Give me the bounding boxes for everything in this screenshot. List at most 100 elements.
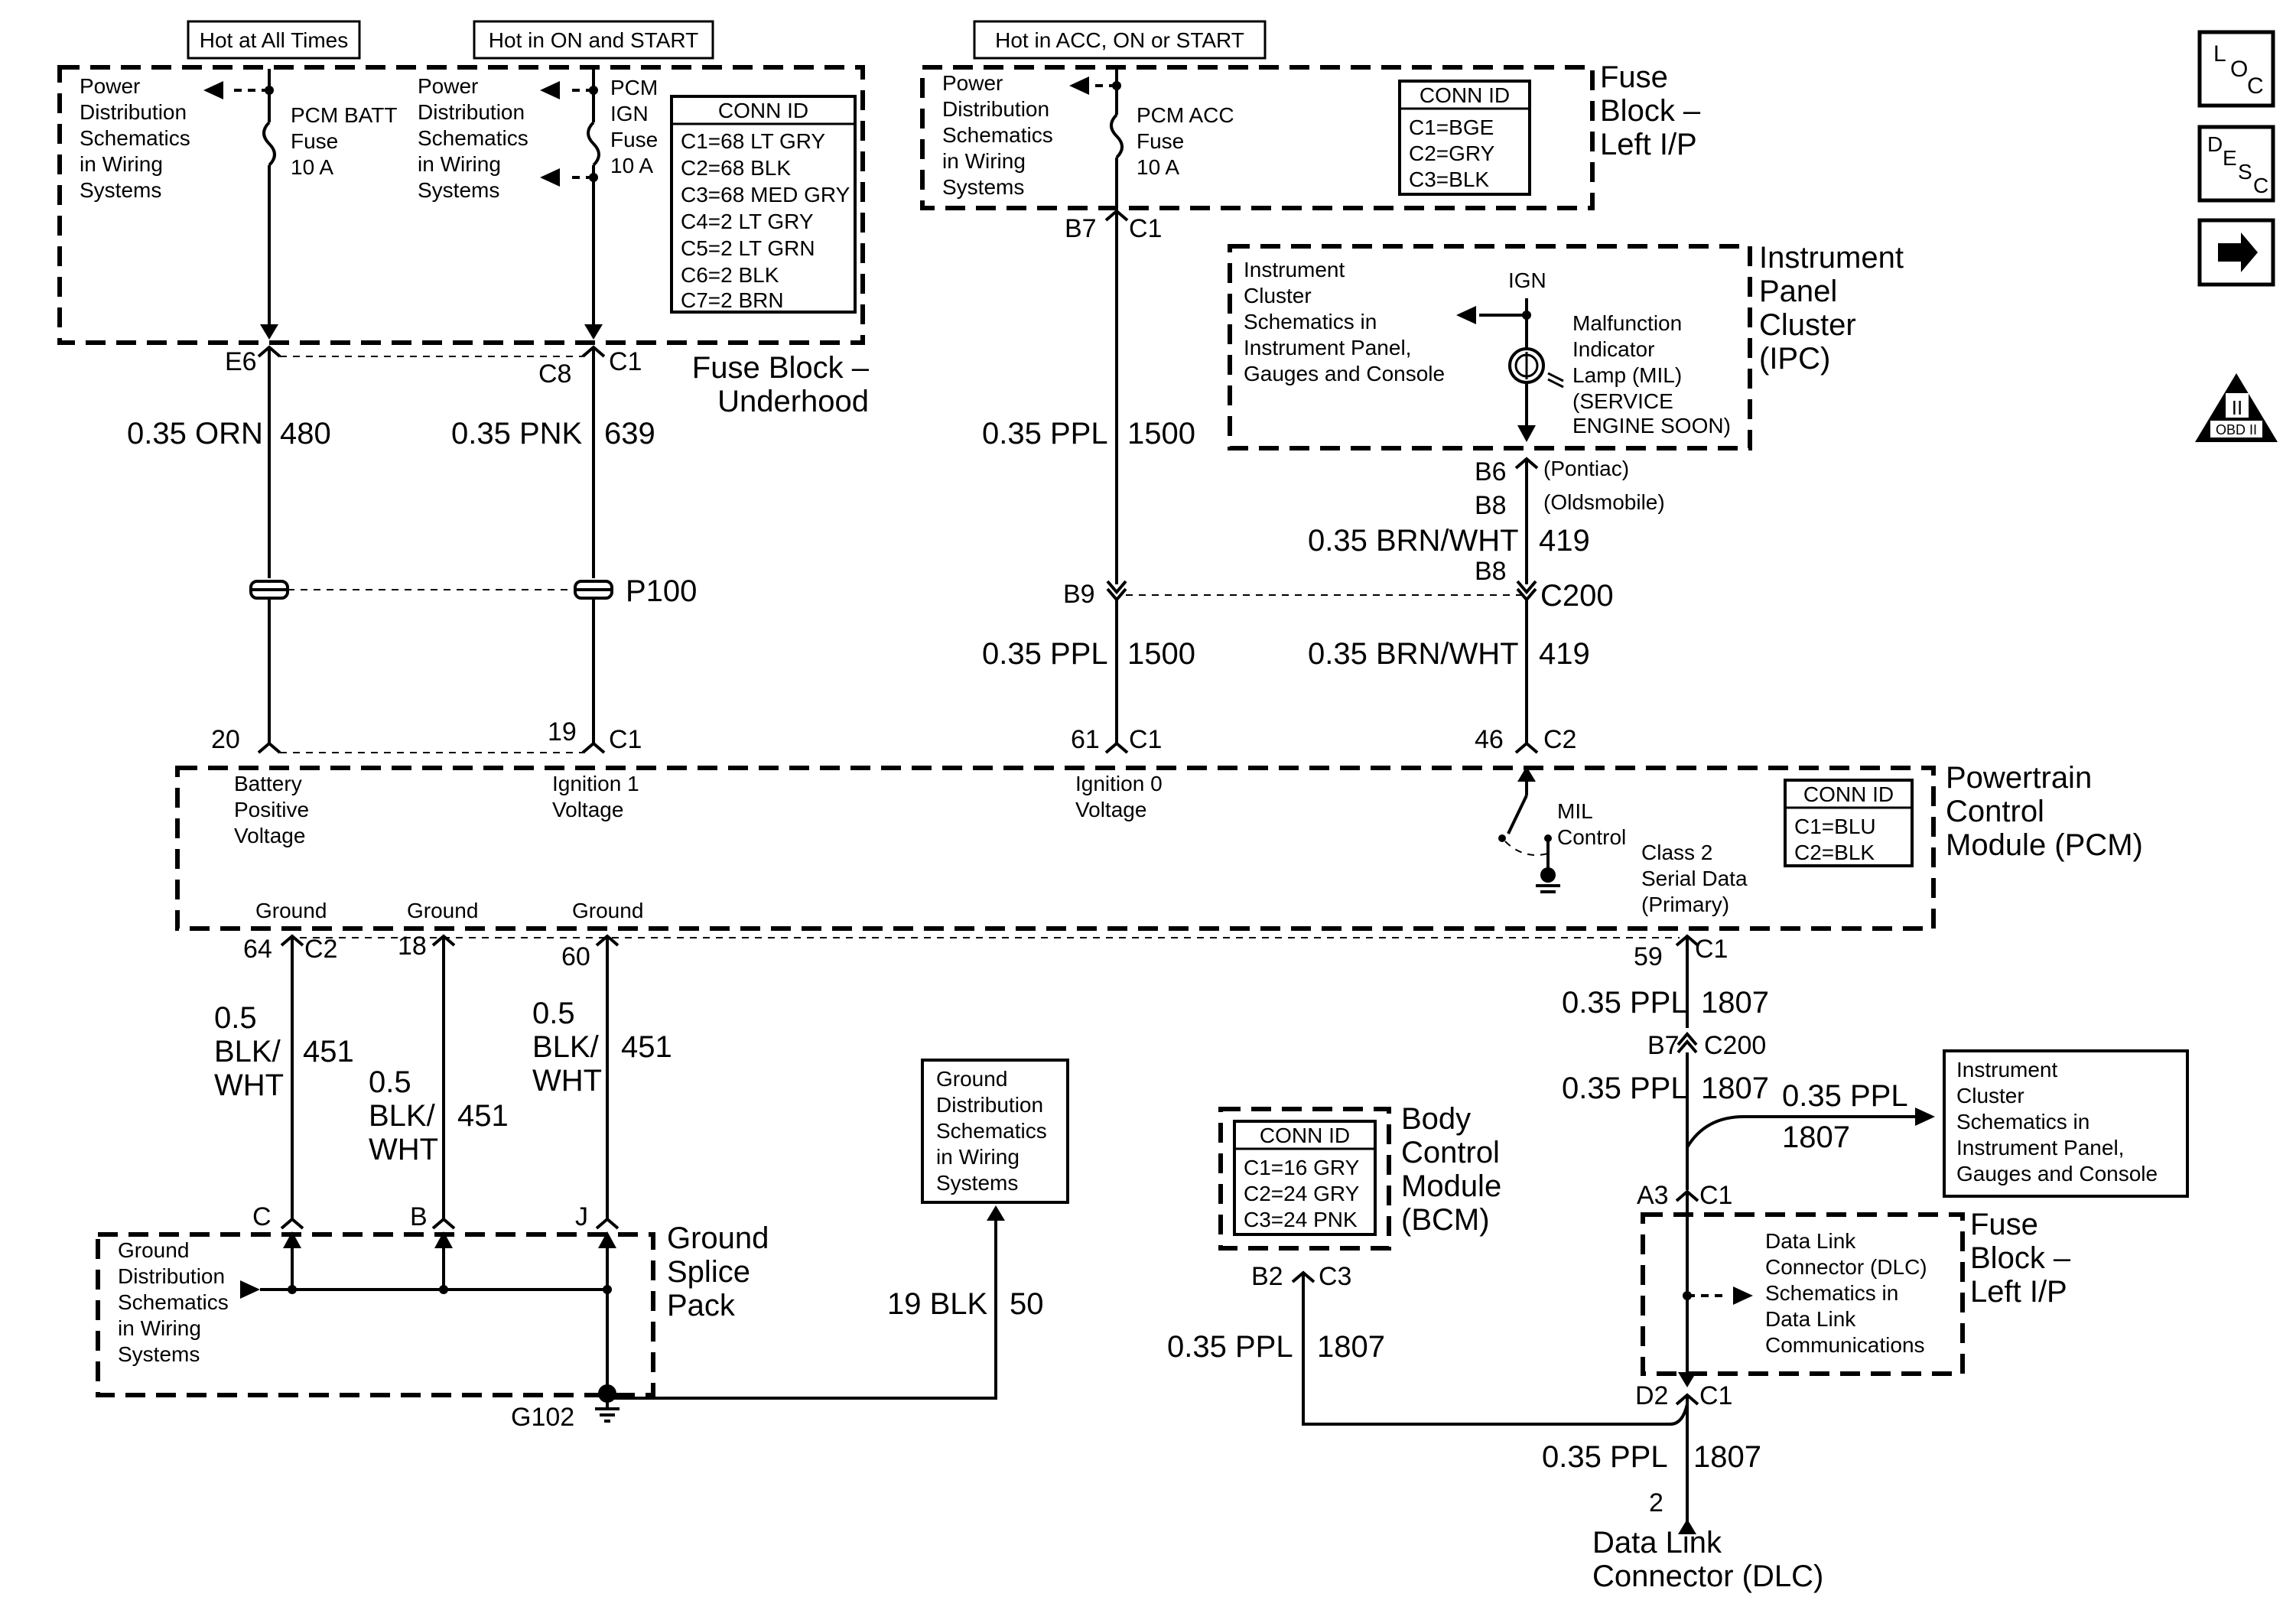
svg-text:Instrument Panel,: Instrument Panel, xyxy=(1956,1136,2124,1160)
ground-wire-3-label: 0.5 BLK/ WHT 451 xyxy=(532,997,672,1098)
svg-text:Splice: Splice xyxy=(667,1255,750,1289)
svg-text:Schematics: Schematics xyxy=(942,123,1053,147)
pcm-conn-c2-b: C2 xyxy=(304,935,337,964)
pontiac-label: (Pontiac) xyxy=(1543,457,1629,480)
mil-circuit xyxy=(1514,457,1539,754)
svg-text:Fuse: Fuse xyxy=(1970,1208,2038,1241)
svg-text:Ground: Ground xyxy=(936,1067,1007,1091)
mil-label: Malfunction Indicator Lamp (MIL) (SERVIC… xyxy=(1572,311,1731,437)
pin-d2-label: D2 xyxy=(1635,1381,1668,1410)
desc-button[interactable]: D E S C xyxy=(2197,125,2275,203)
svg-text:Distribution: Distribution xyxy=(418,100,525,124)
conn-c1-d2: C1 xyxy=(1699,1381,1732,1410)
svg-text:C6=2 BLK: C6=2 BLK xyxy=(681,263,779,287)
svg-text:Block –: Block – xyxy=(1600,94,1701,128)
connector-c200-serial: C200 xyxy=(1704,1031,1766,1060)
svg-text:Distribution: Distribution xyxy=(118,1264,225,1288)
wire-1807-gauge-c: 0.35 PPL xyxy=(1782,1079,1908,1113)
ground-icon xyxy=(1540,867,1556,883)
svg-text:C1=16 GRY: C1=16 GRY xyxy=(1244,1156,1360,1179)
svg-text:Indicator: Indicator xyxy=(1572,337,1654,361)
svg-text:Communications: Communications xyxy=(1765,1333,1925,1357)
svg-text:Cluster: Cluster xyxy=(1244,284,1312,307)
fuse-block-underhood-name-1: Fuse Block – xyxy=(692,351,870,385)
pcm-acc-circuit xyxy=(1104,69,1129,754)
splice-pin-b: B xyxy=(410,1202,428,1231)
fuse-block-underhood-name-2: Underhood xyxy=(717,385,869,418)
ipc-schematics-ref-2: Instrument Cluster Schematics in Instrum… xyxy=(1943,1049,2189,1198)
svg-text:451: 451 xyxy=(621,1030,672,1064)
svg-text:Powertrain: Powertrain xyxy=(1946,761,2092,795)
power-distribution-ref-1: Power Distribution Schematics in Wiring … xyxy=(80,74,190,202)
splice-pin-c: C xyxy=(252,1202,272,1231)
svg-text:Fuse: Fuse xyxy=(291,129,338,153)
svg-text:C2=68 BLK: C2=68 BLK xyxy=(681,156,791,180)
svg-text:OBD II: OBD II xyxy=(2216,422,2257,437)
svg-text:Schematics: Schematics xyxy=(80,126,190,150)
svg-text:WHT: WHT xyxy=(369,1133,438,1166)
svg-text:(Primary): (Primary) xyxy=(1641,893,1729,916)
svg-text:Control: Control xyxy=(1557,825,1626,849)
svg-text:Power: Power xyxy=(80,74,140,98)
svg-text:Schematics: Schematics xyxy=(418,126,528,150)
svg-text:CONN ID: CONN ID xyxy=(718,99,808,122)
svg-text:BLK/: BLK/ xyxy=(369,1099,436,1133)
pcm-conn-c1-b: C1 xyxy=(1129,725,1162,754)
svg-text:(BCM): (BCM) xyxy=(1401,1203,1490,1237)
svg-text:Block –: Block – xyxy=(1970,1241,2071,1275)
pin-e6-label: E6 xyxy=(225,347,257,376)
svg-text:Module: Module xyxy=(1401,1169,1501,1203)
svg-text:Voltage: Voltage xyxy=(1075,798,1146,821)
svg-text:Schematics in: Schematics in xyxy=(1244,310,1377,333)
wire-1807-gauge-a: 0.35 PPL xyxy=(1562,986,1688,1020)
wire-419-gauge-b: 0.35 BRN/WHT xyxy=(1308,637,1519,671)
pcm-ign-fuse-label: PCM xyxy=(610,76,658,99)
svg-text:BLK/: BLK/ xyxy=(214,1035,281,1068)
wire-639-gauge: 0.35 PNK xyxy=(451,417,583,450)
fuse-block-left-ip-bottom: Fuse Block – Left I/P Data Link Connecto… xyxy=(1641,1208,2071,1376)
svg-text:Left I/P: Left I/P xyxy=(1970,1275,2067,1309)
svg-text:Positive: Positive xyxy=(234,798,309,821)
splice-p100-label: P100 xyxy=(626,574,697,608)
wire-1500-gauge-b: 0.35 PPL xyxy=(982,637,1108,671)
pcm-ign-circuit xyxy=(574,69,613,754)
svg-text:Systems: Systems xyxy=(936,1171,1018,1195)
svg-text:C1=BGE: C1=BGE xyxy=(1409,115,1494,139)
hot-acc-label: Hot in ACC, ON or START xyxy=(973,20,1267,60)
svg-text:0.5: 0.5 xyxy=(369,1065,411,1099)
dlc-wire-number: 1807 xyxy=(1693,1440,1761,1474)
arrow-right-icon xyxy=(2218,233,2258,272)
pin-b8-label-a: B8 xyxy=(1475,491,1507,520)
ground-wires xyxy=(280,934,620,1230)
svg-text:Instrument: Instrument xyxy=(1244,258,1345,281)
wire-1807-gauge-b: 0.35 PPL xyxy=(1562,1072,1688,1105)
svg-text:C: C xyxy=(2247,73,2264,99)
ground-splice-pack: Ground Splice Pack Ground Distribution S… xyxy=(96,1221,769,1403)
svg-text:C3=68 MED GRY: C3=68 MED GRY xyxy=(681,183,850,207)
dlc-name-1: Data Link xyxy=(1592,1526,1722,1560)
svg-text:Schematics: Schematics xyxy=(118,1290,229,1314)
pin-b9-label: B9 xyxy=(1063,580,1095,609)
pin-b6-label: B6 xyxy=(1475,457,1507,486)
svg-text:Voltage: Voltage xyxy=(234,824,305,847)
svg-text:Gauges and Console: Gauges and Console xyxy=(1956,1162,2158,1186)
ipc-schematics-ref-1: Instrument Cluster Schematics in Instrum… xyxy=(1244,258,1445,385)
svg-text:Serial Data: Serial Data xyxy=(1641,867,1748,890)
ipc-ign-label: IGN xyxy=(1508,268,1546,292)
pcm-pin-59: 59 xyxy=(1634,942,1663,971)
power-distribution-ref-2: Power Distribution Schematics in Wiring … xyxy=(418,74,528,202)
loc-button[interactable]: L O C xyxy=(2197,30,2275,108)
next-arrow-button[interactable] xyxy=(2197,218,2275,287)
serial-data-circuit xyxy=(1291,934,1935,1534)
wire-1500-number-a: 1500 xyxy=(1127,417,1195,450)
svg-text:ENGINE SOON): ENGINE SOON) xyxy=(1572,414,1731,437)
svg-text:E: E xyxy=(2223,146,2237,170)
wire-50-number: 50 xyxy=(1010,1287,1044,1321)
svg-text:L: L xyxy=(2213,41,2226,67)
svg-text:Data Link: Data Link xyxy=(1765,1307,1856,1331)
wire-1500-gauge-a: 0.35 PPL xyxy=(982,417,1108,450)
wire-1807-number-b: 1807 xyxy=(1701,1072,1769,1105)
svg-text:WHT: WHT xyxy=(532,1064,602,1098)
svg-text:Hot at All Times: Hot at All Times xyxy=(200,28,349,52)
